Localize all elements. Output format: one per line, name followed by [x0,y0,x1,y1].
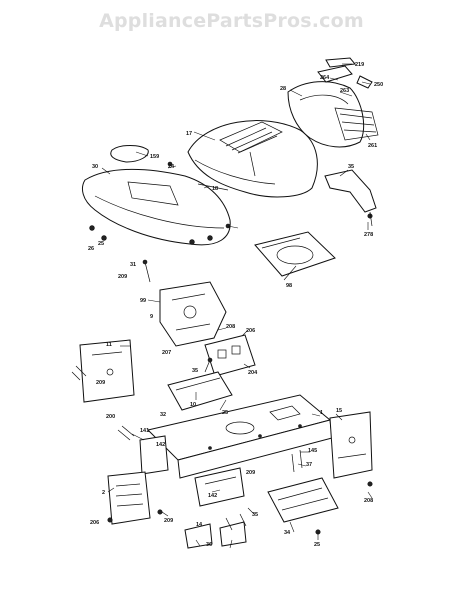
small-brackets-part [184,521,247,549]
callout-label: 263 [340,88,349,94]
callout-label: 10 [190,402,196,408]
callout-label: 32 [160,412,166,418]
callout-label: 34 [284,530,291,536]
front-side-panel-part [107,471,151,525]
callout-label: 18 [212,186,218,192]
callout-label: 35 [192,368,198,374]
site-watermark: AppliancePartsPros.com [99,10,364,32]
callout-label: 209 [96,380,105,386]
callout-label: 1 [320,410,323,416]
callout-label: 9 [150,314,153,320]
steering-console-part [204,334,256,377]
dash-panel-part [159,281,227,347]
callout-label: 25 [98,241,104,247]
callout-label: 30 [92,164,98,170]
callout-label: 219 [355,62,364,68]
callout-label: 99 [140,298,146,304]
callout-label: 264 [320,75,330,81]
callout-label: 207 [162,350,171,356]
callout-label: 28 [280,86,286,92]
callout-label: 37 [306,462,312,468]
body-panel-part [82,145,231,246]
callout-label: 24 [168,164,175,170]
hood-bracket-part [324,169,377,213]
callout-label: 11 [106,342,112,348]
callout-label: 17 [186,131,192,137]
callout-label: 98 [286,283,292,289]
callout-label: 204 [248,370,258,376]
callout-label: 25 [222,410,228,416]
callout-label: 261 [368,143,377,149]
callout-label: 250 [374,82,383,88]
leader-lines [101,63,373,549]
callout-label: 208 [364,498,373,504]
callout-label: 209 [164,518,173,524]
callout-label: 141 [140,428,149,434]
step-footrest-part [267,477,339,523]
right-side-panel-part [329,411,373,479]
callout-label: 14 [196,522,203,528]
callout-label: 15 [336,408,342,414]
callout-label: 209 [246,470,255,476]
battery-tray-part [254,231,336,277]
callout-label: 142 [156,442,165,448]
callout-label: 35 [348,164,354,170]
callout-label: 25 [314,542,320,548]
callout-label: 145 [308,448,317,454]
footrest-part [167,371,233,411]
callout-label: 209 [118,274,127,280]
callout-label: 159 [150,154,159,160]
grille-panel-part [287,57,379,148]
callout-label: 36 [206,542,212,548]
callout-label: 206 [90,520,99,526]
hardware-fasteners [71,151,373,535]
callout-label: 2 [102,490,105,496]
hood-part [187,120,318,198]
front-bracket-part [139,435,245,507]
callout-label: 26 [88,246,94,252]
callout-label: 278 [364,232,373,238]
callout-label: 208 [226,324,235,330]
part-callouts: 219 264 250 28 263 261 17 159 30 24 18 2… [88,62,383,548]
main-frame-part [147,394,333,479]
callout-label: 35 [252,512,258,518]
left-side-panel-part [79,339,135,403]
callout-label: 206 [246,328,255,334]
callout-label: 200 [106,414,115,420]
callout-label: 31 [130,262,136,268]
callout-label: 142 [208,493,217,499]
